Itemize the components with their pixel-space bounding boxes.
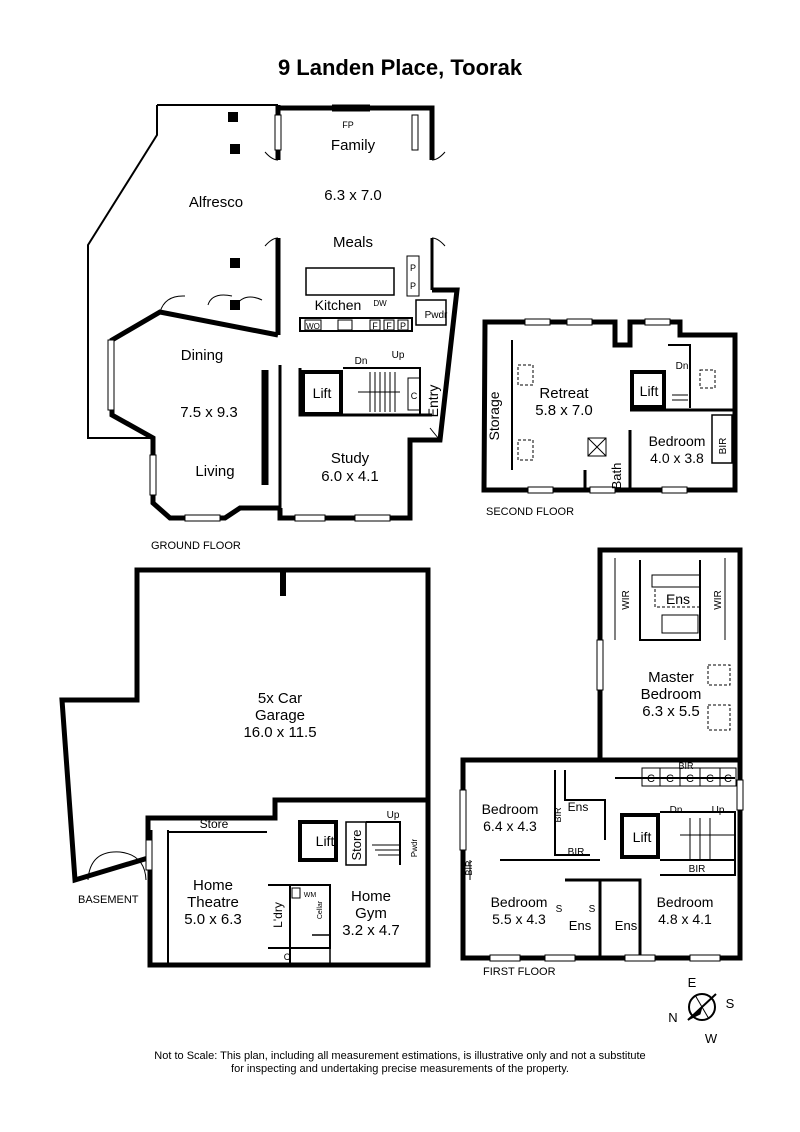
fridge-label-1: F — [372, 321, 378, 331]
family-dims: 6.3 x 7.0 — [324, 187, 382, 204]
bir-label-4: BIR — [464, 860, 474, 876]
cupboard-label-1: C — [647, 773, 655, 785]
store-label: Store — [200, 817, 229, 831]
alfresco-label: Alfresco — [189, 194, 243, 211]
up-label-basement: Up — [387, 810, 400, 821]
dw-label: DW — [373, 299, 387, 308]
pantry-label-1: P — [410, 263, 416, 273]
lift-label-first: Lift — [633, 829, 652, 845]
ens-label-2: Ens — [569, 918, 592, 933]
second-floor-label: SECOND FLOOR — [486, 506, 574, 518]
disclaimer-line-2: for inspecting and undertaking precise m… — [231, 1063, 569, 1075]
wo-label: WO — [306, 322, 320, 331]
study-dims: 6.0 x 4.1 — [321, 468, 379, 485]
entry-label: Entry — [425, 385, 441, 418]
cupboard-label-2: C — [666, 773, 674, 785]
bir-label-2: BIR — [568, 847, 585, 858]
bath-label: Bath — [609, 463, 624, 490]
up-label-first: Up — [712, 805, 725, 816]
first-floor-plan — [459, 547, 744, 962]
living-label: Living — [195, 463, 234, 480]
pantry-label-3: P — [400, 321, 406, 331]
ldry-label: L'dry — [271, 902, 285, 928]
ground-floor-plan — [87, 104, 460, 522]
home-theatre-label-1: Home — [193, 877, 233, 894]
dining-label: Dining — [181, 347, 224, 364]
garage-label-1: 5x Car — [258, 690, 302, 707]
meals-label: Meals — [333, 234, 373, 251]
home-gym-label-1: Home — [351, 888, 391, 905]
cupboard-label-5: C — [724, 773, 732, 785]
bedroom-label-3: Bedroom — [657, 894, 714, 910]
pantry-label-2: P — [410, 281, 416, 291]
ens-label-master: Ens — [666, 591, 690, 607]
dn-label-second: Dn — [676, 361, 689, 372]
disclaimer: Not to Scale: This plan, including all m… — [0, 1050, 800, 1076]
garage-label-2: Garage — [255, 707, 305, 724]
home-gym-dims: 3.2 x 4.7 — [342, 922, 400, 939]
master-bedroom-label-1: Master — [648, 669, 694, 686]
ens-label-1: Ens — [568, 800, 589, 814]
retreat-dims: 5.8 x 7.0 — [535, 402, 593, 419]
ground-floor-label: GROUND FLOOR — [151, 540, 241, 552]
master-bedroom-label-2: Bedroom — [641, 686, 702, 703]
basement-plan — [59, 567, 431, 968]
cupboard-label-4: C — [706, 773, 714, 785]
cupboard-label-3: C — [686, 773, 694, 785]
lift-label: Lift — [313, 385, 332, 401]
lift-label-basement: Lift — [316, 833, 335, 849]
study-label: Study — [331, 450, 370, 467]
dining-dims: 7.5 x 9.3 — [180, 404, 238, 421]
compass-e: E — [688, 975, 697, 990]
bir-label-3: BIR — [689, 864, 706, 875]
fp-label: FP — [342, 120, 354, 130]
compass-rose — [687, 993, 717, 1021]
bedroom-dims-2: 5.5 x 4.3 — [492, 911, 546, 927]
bir-label-master: BIR — [678, 761, 694, 771]
bir-label-second: BIR — [718, 438, 729, 455]
compass-s: S — [726, 996, 735, 1011]
ens-label-3: Ens — [615, 918, 638, 933]
home-gym-label-2: Gym — [355, 905, 387, 922]
cupboard-label: C — [411, 391, 418, 401]
retreat-label: Retreat — [539, 385, 589, 402]
dn-label-first: Dn — [670, 805, 683, 816]
storage-label: Storage — [486, 391, 502, 440]
bedroom-label-2: Bedroom — [491, 894, 548, 910]
dn-label: Dn — [355, 356, 368, 367]
store2-label: Store — [349, 829, 364, 860]
shower-label-1: S — [556, 904, 563, 915]
up-label: Up — [392, 350, 405, 361]
bedroom-dims-1: 6.4 x 4.3 — [483, 818, 537, 834]
wir-label-right: WIR — [713, 590, 724, 609]
bedroom-dims-3: 4.8 x 4.1 — [658, 911, 712, 927]
kitchen-label: Kitchen — [315, 297, 362, 313]
cupboard-label-basement: C — [284, 952, 291, 962]
wir-label-left: WIR — [621, 590, 632, 609]
bedroom-label-second: Bedroom — [649, 433, 706, 449]
pwdr-label: Pwdr — [425, 310, 448, 321]
home-theatre-dims: 5.0 x 6.3 — [184, 911, 242, 928]
lift-label-second: Lift — [640, 383, 659, 399]
disclaimer-line-1: Not to Scale: This plan, including all m… — [154, 1050, 646, 1062]
plan-title: 9 Landen Place, Toorak — [277, 55, 523, 80]
fridge-label-2: F — [386, 321, 392, 331]
compass-w: W — [705, 1031, 718, 1046]
bedroom-label-1: Bedroom — [482, 801, 539, 817]
garage-dims: 16.0 x 11.5 — [243, 724, 316, 741]
pwdr-label-basement: Pwdr — [410, 839, 419, 858]
bir-label-1: BIR — [553, 807, 563, 823]
wm-label: WM — [304, 892, 317, 899]
home-theatre-label-2: Theatre — [187, 894, 239, 911]
cellar-label: Cellar — [317, 900, 324, 919]
compass-n: N — [668, 1010, 677, 1025]
second-floor-plan — [481, 318, 738, 494]
basement-label: BASEMENT — [78, 894, 139, 906]
master-bedroom-dims: 6.3 x 5.5 — [642, 703, 700, 720]
family-label: Family — [331, 137, 376, 154]
shower-label-2: S — [589, 904, 596, 915]
bedroom-dims-second: 4.0 x 3.8 — [650, 450, 704, 466]
first-floor-label: FIRST FLOOR — [483, 966, 556, 978]
